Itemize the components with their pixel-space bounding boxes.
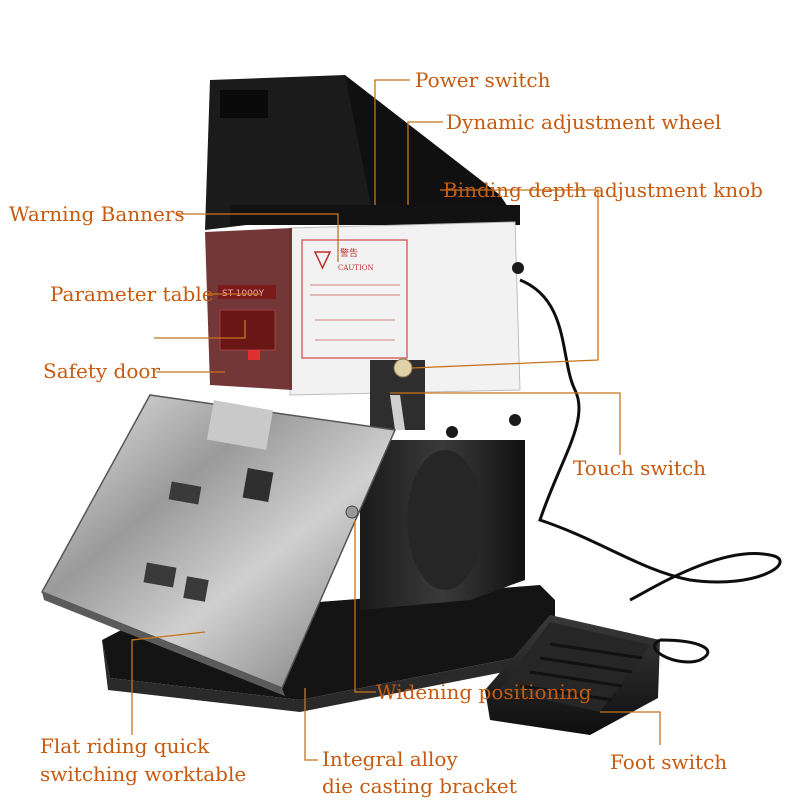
staple-head xyxy=(370,358,425,430)
die-casting-bracket xyxy=(360,440,525,610)
label-bracket-line1: Integral alloy xyxy=(322,747,458,771)
label-touch-switch: Touch switch xyxy=(573,456,707,480)
label-safety-door: Safety door xyxy=(43,359,161,383)
label-power-switch: Power switch xyxy=(415,68,551,92)
label-warning-banners: Warning Banners xyxy=(9,202,185,226)
callout-leaders xyxy=(131,79,661,761)
foot-switch xyxy=(485,615,660,735)
label-widening-positioning: Widening positioning xyxy=(376,680,592,704)
warning-title: 警告 xyxy=(340,247,358,259)
power-cable xyxy=(519,278,782,664)
widening-knob-icon xyxy=(345,505,359,519)
label-flat-worktable-line2: switching worktable xyxy=(40,762,247,786)
safety-door: ST-1000Y xyxy=(205,228,292,390)
label-foot-switch: Foot switch xyxy=(610,750,728,774)
motor-housing xyxy=(205,75,520,230)
front-panel: 警告 CAUTION xyxy=(289,221,524,438)
label-flat-worktable-line1: Flat riding quick xyxy=(40,734,210,758)
warning-sub: CAUTION xyxy=(338,264,374,272)
binding-depth-knob-icon xyxy=(393,358,413,378)
label-binding-depth-knob: Binding depth adjustment knob xyxy=(443,178,763,202)
label-parameter-table: Parameter table xyxy=(50,282,214,306)
label-bracket-line2: die casting bracket xyxy=(322,774,517,798)
flat-worktable xyxy=(40,394,397,696)
label-dynamic-adjustment-wheel: Dynamic adjustment wheel xyxy=(446,110,722,134)
